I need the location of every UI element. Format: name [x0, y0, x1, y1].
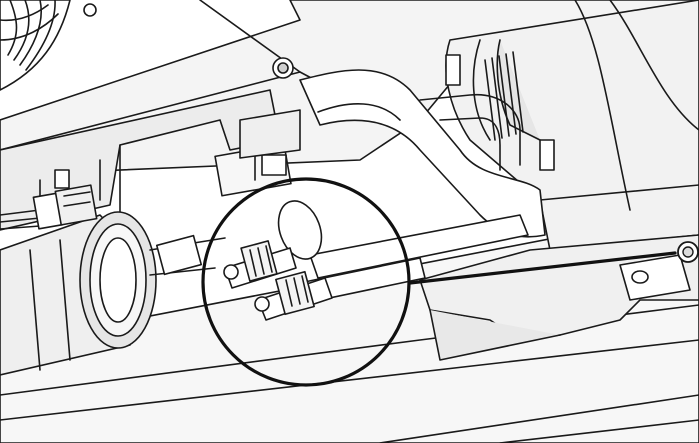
valve-fittings	[223, 240, 333, 321]
upper-fitting	[223, 240, 297, 289]
fan-grille	[0, 0, 71, 91]
blower-housing	[445, 0, 699, 251]
filter-drier-cylinder	[0, 211, 226, 376]
pressure-switch-block	[214, 109, 301, 197]
drain-pan	[419, 234, 699, 361]
lower-fitting	[254, 270, 333, 321]
wire-harness	[0, 184, 98, 230]
refrigerant-tubes	[277, 69, 546, 306]
mounting-screw	[272, 57, 294, 79]
fitting-nut-icon	[677, 241, 699, 263]
callout-leader-line	[408, 251, 677, 285]
callout	[201, 177, 699, 387]
